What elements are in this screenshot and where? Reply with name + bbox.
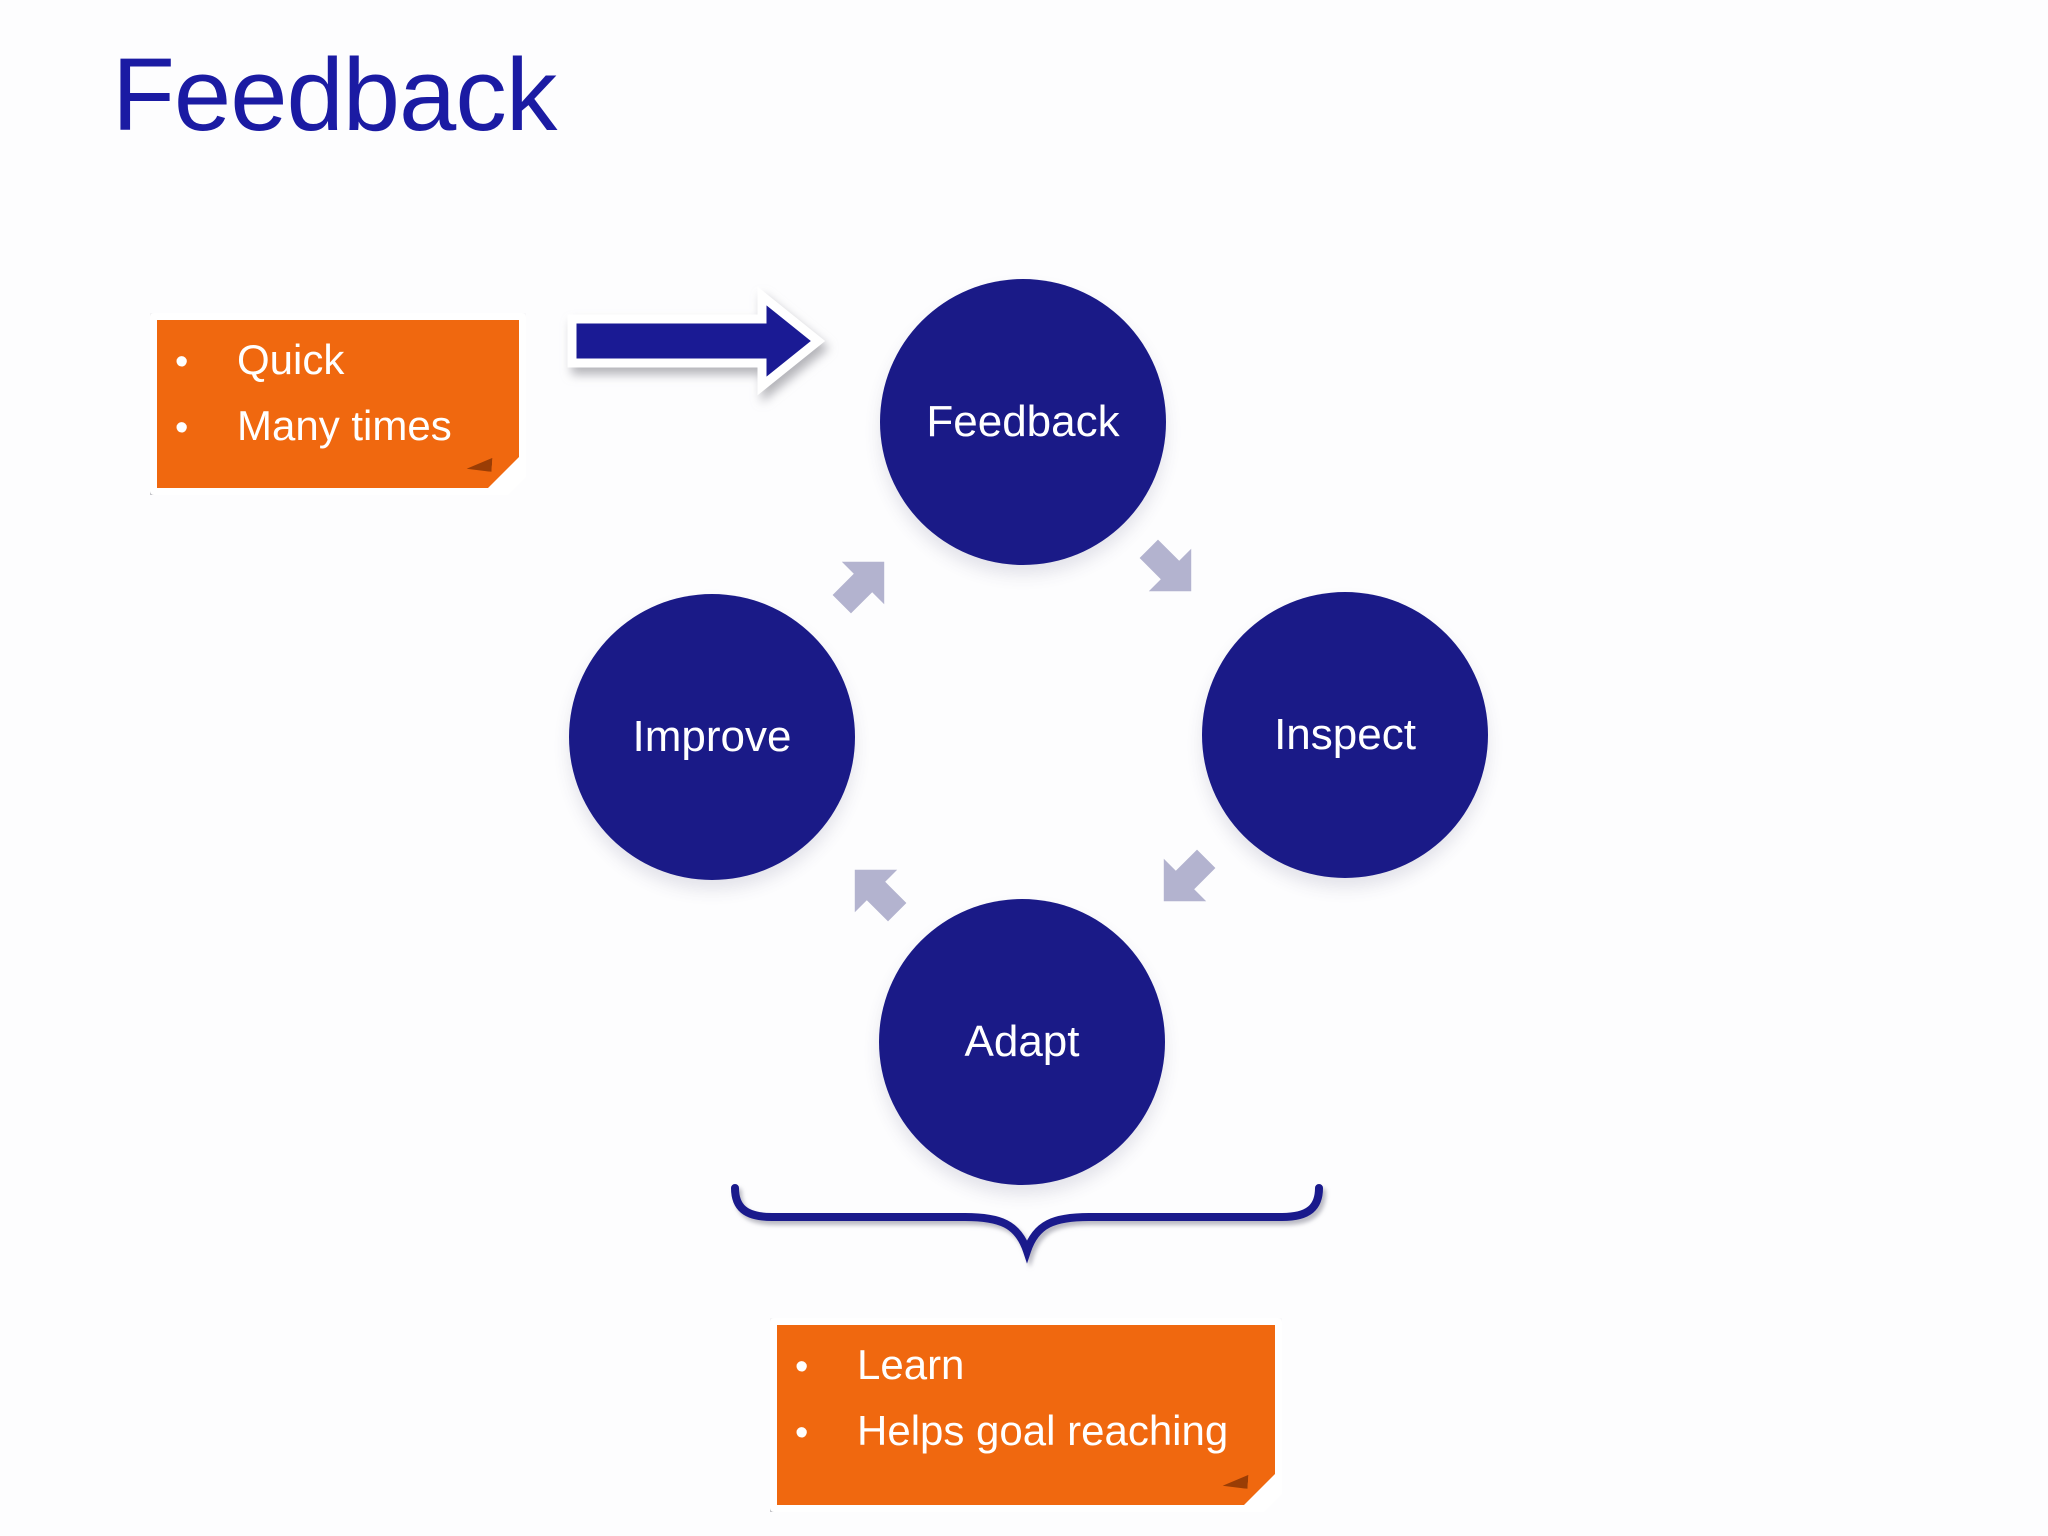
cycle-node-improve[interactable]: Improve [569, 594, 855, 880]
callout-note-top[interactable]: Quick Many times [150, 313, 526, 495]
cycle-node-inspect[interactable]: Inspect [1202, 592, 1488, 878]
cycle-node-label: Inspect [1274, 710, 1416, 759]
slide-title: Feedback [112, 37, 557, 152]
pointer-arrow-icon[interactable] [567, 286, 826, 396]
cycle-arrow-feedback-to-inspect-icon[interactable] [1128, 528, 1213, 613]
note-bullet-item: Helps goal reaching [777, 1399, 1275, 1465]
note-bullet-item: Quick [157, 328, 519, 394]
cycle-node-label: Feedback [926, 397, 1120, 446]
cycle-arrow-improve-to-feedback-icon[interactable] [821, 541, 906, 626]
brace-below-icon[interactable] [731, 1184, 1323, 1264]
cycle-node-label: Improve [632, 712, 792, 761]
note-bullet-item: Many times [157, 394, 519, 460]
cycle-arrow-adapt-to-improve-icon[interactable] [834, 849, 919, 934]
cycle-node-label: Adapt [964, 1017, 1080, 1066]
note-bullet-item: Learn [777, 1333, 1275, 1399]
note-paper: Quick Many times [157, 320, 519, 488]
cycle-node-adapt[interactable]: Adapt [879, 899, 1165, 1185]
note-bullet-text: Helps goal reaching [857, 1407, 1229, 1454]
note-bullet-list: Quick Many times [157, 320, 519, 460]
note-bullet-text: Many times [237, 402, 452, 449]
note-bullet-list: Learn Helps goal reaching [777, 1325, 1275, 1465]
note-bullet-text: Learn [857, 1341, 965, 1388]
cycle-node-feedback[interactable]: Feedback [880, 279, 1166, 565]
callout-note-bottom[interactable]: Learn Helps goal reaching [770, 1318, 1282, 1512]
note-bullet-text: Quick [237, 336, 345, 383]
note-paper: Learn Helps goal reaching [777, 1325, 1275, 1505]
cycle-arrow-inspect-to-adapt-icon[interactable] [1143, 838, 1228, 923]
